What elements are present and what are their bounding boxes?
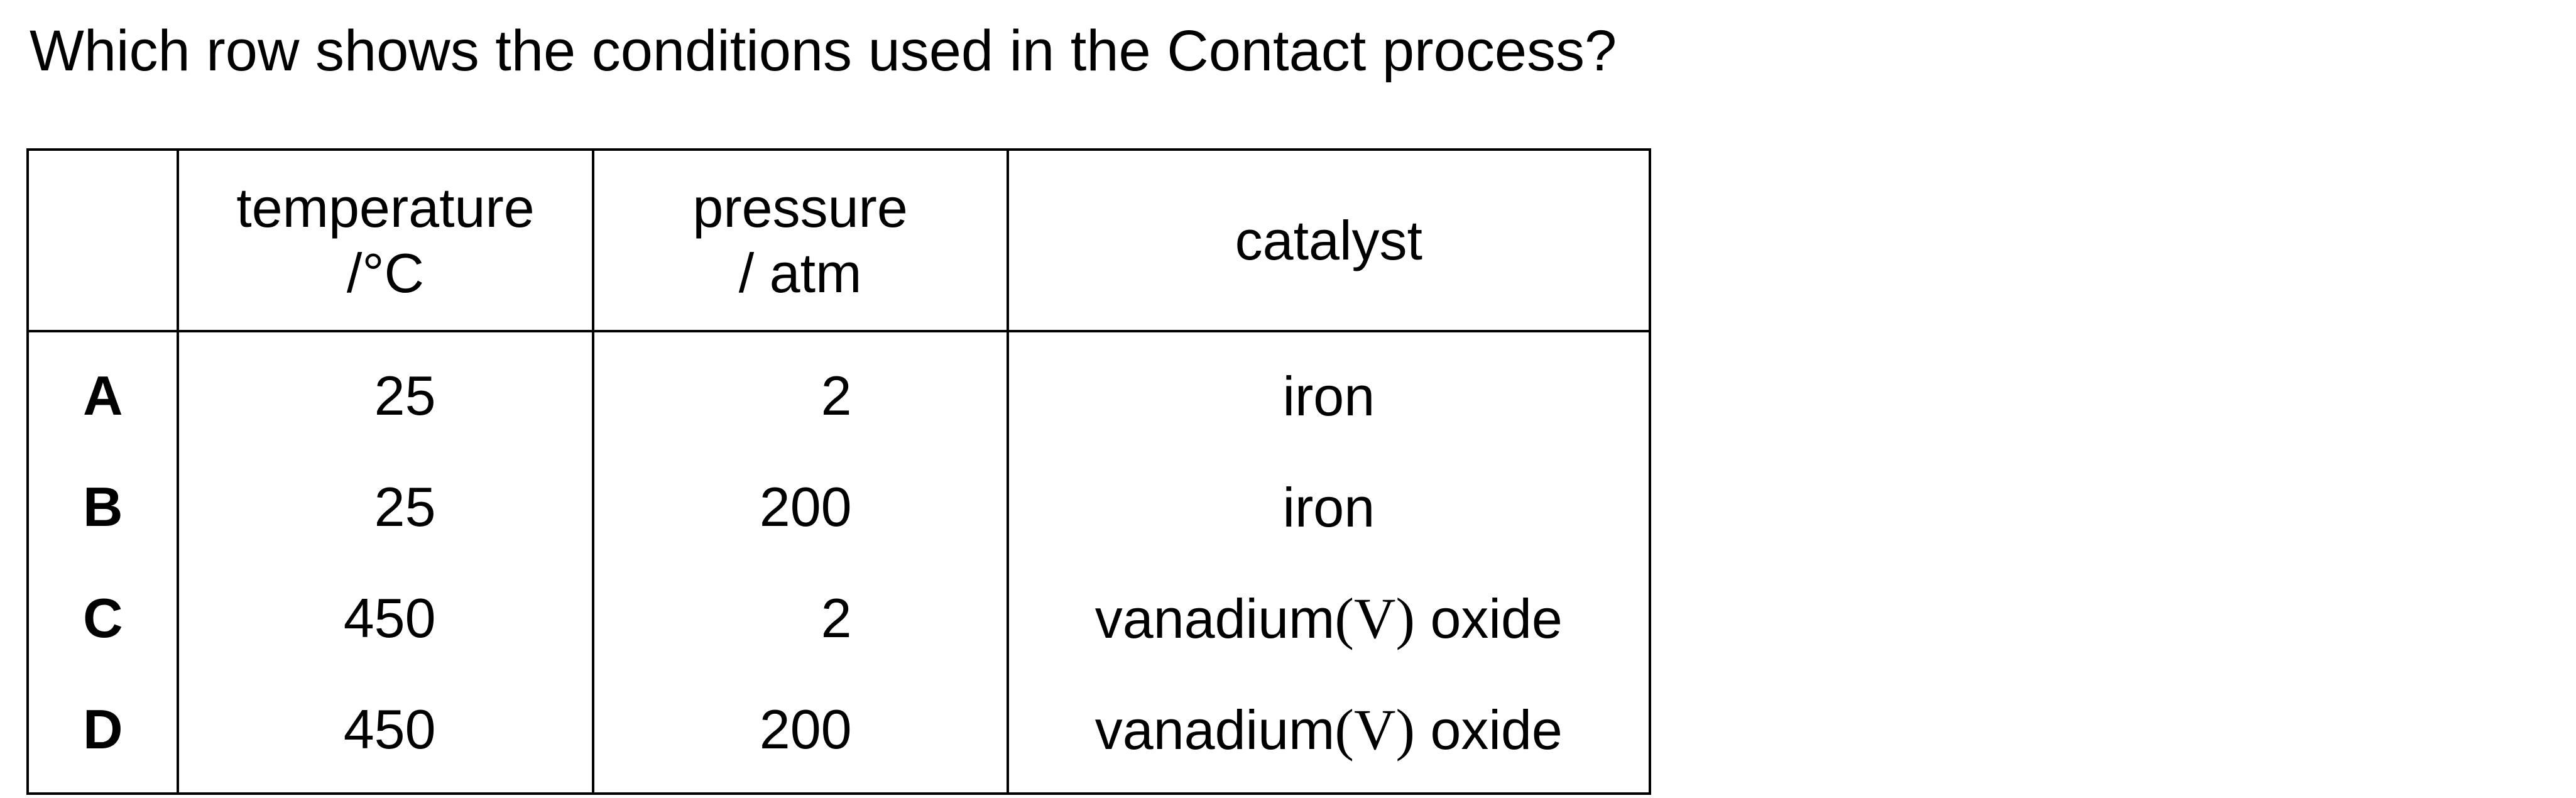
- catalyst-oxidation-state: (V): [1334, 586, 1416, 650]
- temperature-cell: 25: [177, 451, 594, 562]
- table-row[interactable]: A 25 2 iron: [26, 331, 1652, 451]
- temperature-cell: 25: [177, 331, 594, 451]
- row-key-b: B: [26, 451, 180, 562]
- catalyst-oxidation-state: (V): [1334, 697, 1416, 762]
- row-key-c: C: [26, 562, 180, 674]
- table-row[interactable]: C 450 2 vanadium(V) oxide: [26, 562, 1652, 674]
- pressure-cell: 200: [591, 451, 1009, 562]
- catalyst-cell: iron: [1006, 451, 1652, 562]
- table-row[interactable]: D 450 200 vanadium(V) oxide: [26, 674, 1652, 795]
- catalyst-cell: vanadium(V) oxide: [1006, 562, 1652, 674]
- catalyst-cell: vanadium(V) oxide: [1006, 674, 1652, 795]
- catalyst-suffix: oxide: [1415, 698, 1563, 761]
- table-row[interactable]: B 25 200 iron: [26, 451, 1652, 562]
- catalyst-suffix: oxide: [1415, 587, 1563, 650]
- catalyst-cell: iron: [1006, 331, 1652, 451]
- header-catalyst: catalyst: [1006, 148, 1652, 332]
- catalyst-name: vanadium: [1094, 698, 1335, 761]
- catalyst-name: iron: [1282, 364, 1375, 427]
- row-key-a: A: [26, 331, 180, 451]
- header-temperature-label: temperature: [236, 176, 535, 239]
- header-pressure: pressure / atm: [591, 148, 1009, 332]
- header-temperature: temperature /°C: [177, 148, 594, 332]
- answer-options-table: temperature /°C pressure / atm catalyst …: [26, 148, 1652, 795]
- header-pressure-label: pressure: [692, 176, 908, 239]
- temperature-cell: 450: [177, 562, 594, 674]
- catalyst-name: iron: [1282, 476, 1375, 538]
- row-key-d: D: [26, 674, 180, 795]
- header-pressure-unit: / atm: [738, 241, 862, 304]
- temperature-cell: 450: [177, 674, 594, 795]
- table-header-row: temperature /°C pressure / atm catalyst: [26, 148, 1652, 332]
- catalyst-name: vanadium: [1094, 587, 1335, 650]
- question-text: Which row shows the conditions used in t…: [30, 19, 1617, 83]
- header-key-cell: [26, 148, 180, 332]
- header-temperature-unit: /°C: [346, 241, 425, 304]
- pressure-cell: 200: [591, 674, 1009, 795]
- pressure-cell: 2: [591, 331, 1009, 451]
- pressure-cell: 2: [591, 562, 1009, 674]
